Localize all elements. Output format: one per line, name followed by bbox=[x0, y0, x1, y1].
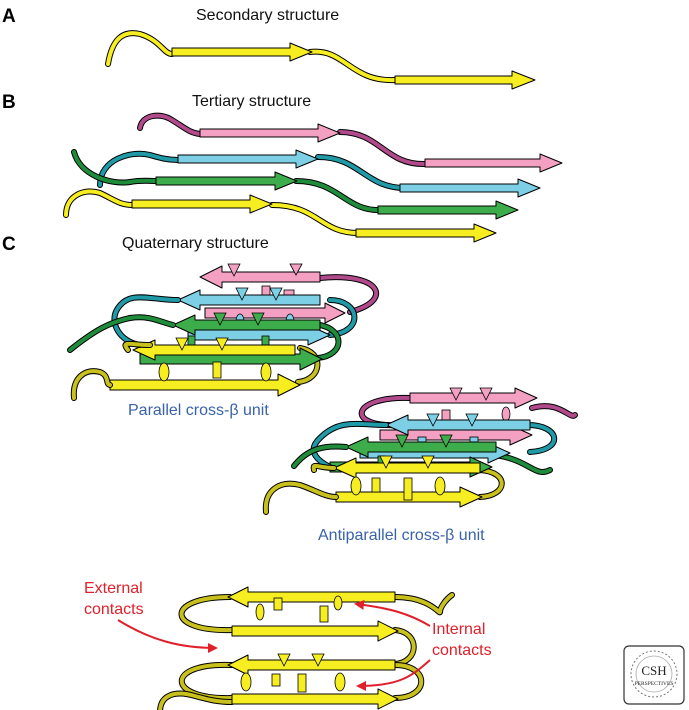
strand-pink-upper bbox=[409, 387, 538, 409]
external-contacts-label-line1: External bbox=[84, 580, 143, 597]
antiparallel-cross-beta-unit: Antiparallel cross-β unit bbox=[262, 387, 578, 544]
panel-a-letter: A bbox=[2, 6, 16, 27]
panel-a: A Secondary structure bbox=[2, 6, 536, 90]
beta-strand-b-pink-2 bbox=[424, 153, 563, 173]
inset-strand-4 bbox=[231, 688, 399, 710]
contacts-inset: External contacts Internal contacts bbox=[84, 580, 492, 710]
inset-strand-2 bbox=[231, 620, 399, 642]
beta-strand-b-yellow-2 bbox=[355, 223, 497, 243]
helix-ring-icon bbox=[630, 650, 678, 698]
panel-c-letter: C bbox=[2, 234, 16, 255]
external-contacts-label-line2: contacts bbox=[84, 601, 144, 618]
beta-strand-b-cyan-2 bbox=[399, 178, 541, 198]
internal-contacts-arrow-lower bbox=[356, 659, 431, 691]
secondary-structure-chain bbox=[105, 30, 536, 90]
strand-yellow-upper bbox=[333, 457, 481, 479]
strand-pink-top bbox=[199, 265, 321, 289]
beta-strand-a2 bbox=[394, 70, 536, 90]
beta-strand-a1 bbox=[171, 42, 313, 62]
parallel-cross-beta-unit: Parallel cross-β unit bbox=[67, 263, 380, 419]
logo-top-text: CSH bbox=[641, 663, 666, 678]
panel-c-title: Quaternary structure bbox=[122, 235, 269, 252]
beta-strand-b-green-2 bbox=[377, 200, 519, 220]
strand-cyan-top bbox=[177, 289, 321, 311]
strand-green-upper bbox=[345, 436, 497, 458]
antiparallel-unit-caption: Antiparallel cross-β unit bbox=[318, 527, 485, 544]
beta-strand-b-yellow-1 bbox=[131, 194, 273, 214]
strand-yellow-top bbox=[132, 339, 296, 361]
beta-strand-b-cyan-1 bbox=[177, 149, 319, 169]
csh-perspectives-logo: CSH PERSPECTIVES bbox=[623, 645, 685, 705]
panel-b: B Tertiary structure bbox=[2, 92, 563, 243]
panel-c: C Quaternary structure bbox=[2, 234, 578, 710]
strand-green-top bbox=[172, 314, 321, 336]
beta-strand-b-pink-1 bbox=[199, 123, 341, 143]
logo-bottom-text: PERSPECTIVES bbox=[635, 681, 674, 687]
internal-contacts-arrow-upper bbox=[354, 599, 431, 627]
strand-cyan-upper bbox=[385, 414, 531, 436]
side-chain-pink bbox=[227, 263, 241, 277]
inset-strand-1 bbox=[227, 586, 396, 608]
parallel-unit-caption: Parallel cross-β unit bbox=[128, 402, 269, 419]
inset-strand-3 bbox=[227, 654, 396, 676]
panel-a-title: Secondary structure bbox=[196, 7, 339, 24]
internal-contacts-label-line1: Internal bbox=[432, 621, 485, 638]
strand-yellow-bottom bbox=[109, 373, 301, 397]
panel-b-title: Tertiary structure bbox=[192, 93, 311, 110]
internal-contacts-label-line2: contacts bbox=[432, 642, 492, 659]
external-contacts-arrow bbox=[117, 619, 218, 653]
panel-b-letter: B bbox=[2, 92, 16, 113]
beta-strand-b-green-1 bbox=[155, 171, 298, 191]
